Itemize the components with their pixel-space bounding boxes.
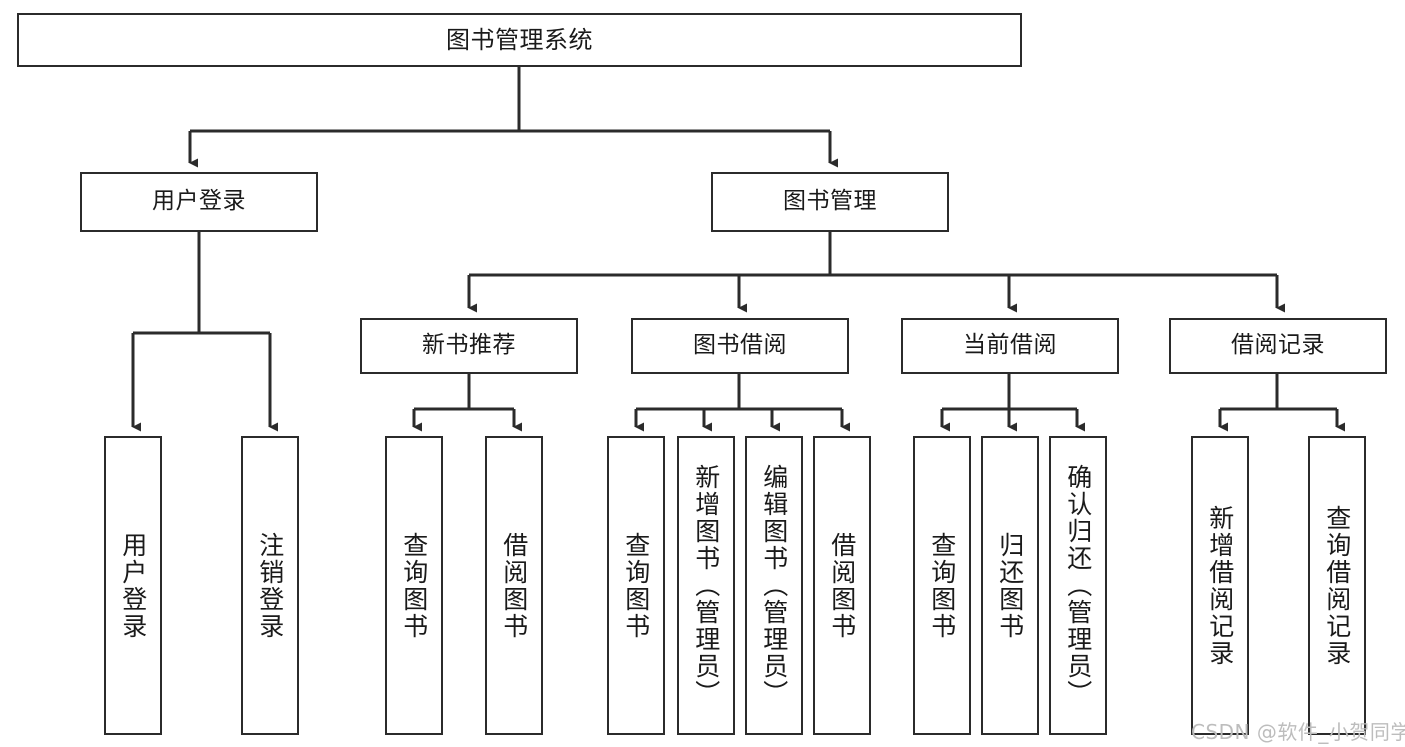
watermark-text: CSDN @软件_小贺同学: [1191, 720, 1405, 744]
node-book-borrow[interactable]: 图书借阅: [631, 318, 849, 374]
node-book-management[interactable]: 图书管理: [711, 172, 949, 232]
node-leaf-borrow-book-2[interactable]: 借阅图书: [813, 436, 871, 735]
node-leaf-query-book-1[interactable]: 查询图书: [385, 436, 443, 735]
node-current-borrow[interactable]: 当前借阅: [901, 318, 1119, 374]
node-leaf-add-record-label: 新增借阅记录: [1205, 504, 1235, 667]
node-leaf-borrow-book-1[interactable]: 借阅图书: [485, 436, 543, 735]
node-leaf-query-record[interactable]: 查询借阅记录: [1308, 436, 1366, 735]
node-leaf-logout[interactable]: 注销登录: [241, 436, 299, 735]
node-leaf-query-book-2[interactable]: 查询图书: [607, 436, 665, 735]
node-leaf-query-book-3[interactable]: 查询图书: [913, 436, 971, 735]
node-leaf-add-record[interactable]: 新增借阅记录: [1191, 436, 1249, 735]
node-borrow-record[interactable]: 借阅记录: [1169, 318, 1387, 374]
node-borrow-record-label: 借阅记录: [1231, 332, 1325, 359]
node-leaf-user-login[interactable]: 用户登录: [104, 436, 162, 735]
node-leaf-confirm-return-label: 确认归还（管理员）: [1063, 464, 1093, 707]
node-leaf-return-book[interactable]: 归还图书: [981, 436, 1039, 735]
node-leaf-query-book-3-label: 查询图书: [927, 531, 957, 640]
node-leaf-logout-label: 注销登录: [255, 531, 285, 640]
node-leaf-borrow-book-1-label: 借阅图书: [499, 531, 529, 640]
node-leaf-borrow-book-2-label: 借阅图书: [827, 531, 857, 640]
node-user-login[interactable]: 用户登录: [80, 172, 318, 232]
node-leaf-user-login-label: 用户登录: [118, 531, 148, 640]
node-leaf-add-book-label: 新增图书（管理员）: [691, 464, 721, 707]
node-leaf-return-book-label: 归还图书: [995, 531, 1025, 640]
node-leaf-query-book-2-label: 查询图书: [621, 531, 651, 640]
node-leaf-query-book-1-label: 查询图书: [399, 531, 429, 640]
node-book-borrow-label: 图书借阅: [693, 332, 787, 359]
node-current-borrow-label: 当前借阅: [963, 332, 1057, 359]
node-root[interactable]: 图书管理系统: [17, 13, 1022, 67]
node-leaf-query-record-label: 查询借阅记录: [1322, 504, 1352, 667]
node-user-login-label: 用户登录: [152, 188, 246, 215]
node-leaf-confirm-return[interactable]: 确认归还（管理员）: [1049, 436, 1107, 735]
node-new-book-recommend[interactable]: 新书推荐: [360, 318, 578, 374]
node-book-management-label: 图书管理: [783, 188, 877, 215]
node-new-book-recommend-label: 新书推荐: [422, 332, 516, 359]
node-leaf-edit-book[interactable]: 编辑图书（管理员）: [745, 436, 803, 735]
node-leaf-edit-book-label: 编辑图书（管理员）: [759, 464, 789, 707]
node-root-label: 图书管理系统: [446, 25, 593, 54]
node-leaf-add-book[interactable]: 新增图书（管理员）: [677, 436, 735, 735]
